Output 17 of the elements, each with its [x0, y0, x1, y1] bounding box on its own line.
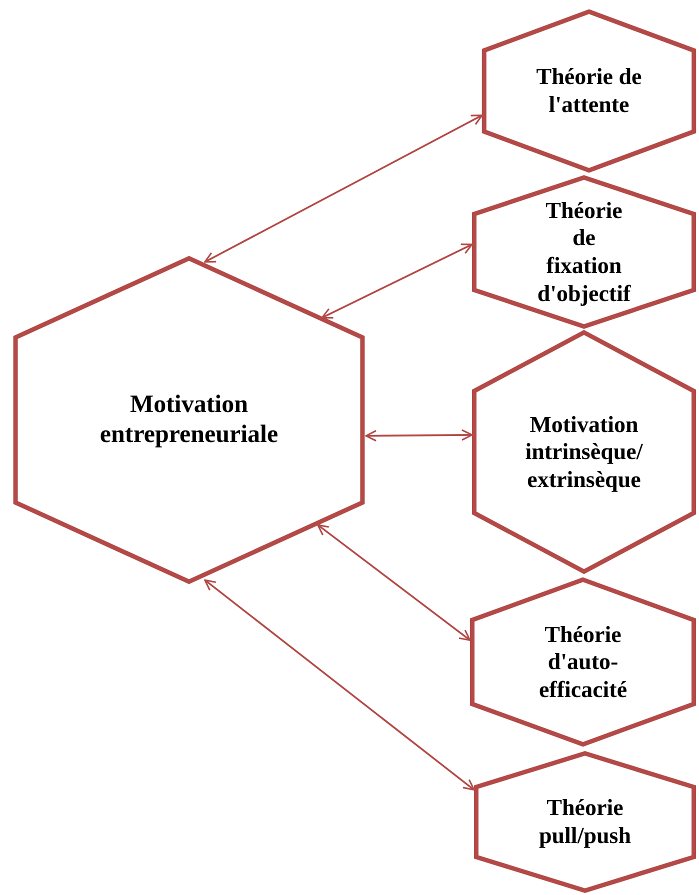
hexagon-node — [472, 176, 696, 328]
node-label: Théorie de fixation d'objectif — [536, 196, 632, 308]
hexagon-node — [482, 10, 696, 172]
node-label: Théorie d'auto-efficacité — [538, 620, 628, 704]
double-arrow — [365, 429, 473, 442]
node-label: Motivation intrinsèque/ extrinsèque — [524, 410, 644, 494]
hexagon-node — [12, 255, 366, 585]
node-label: Motivation entrepreneuriale — [98, 390, 280, 450]
node-label: Théorie pull/push — [538, 794, 632, 850]
hexagon-node — [470, 578, 696, 746]
hexagon-node — [474, 752, 696, 892]
hexagon-node — [472, 330, 696, 574]
double-arrow — [204, 114, 483, 263]
double-arrow — [321, 244, 473, 319]
double-arrow — [317, 524, 471, 641]
double-arrow — [204, 579, 475, 791]
node-label: Théorie de l'attente — [535, 63, 643, 119]
